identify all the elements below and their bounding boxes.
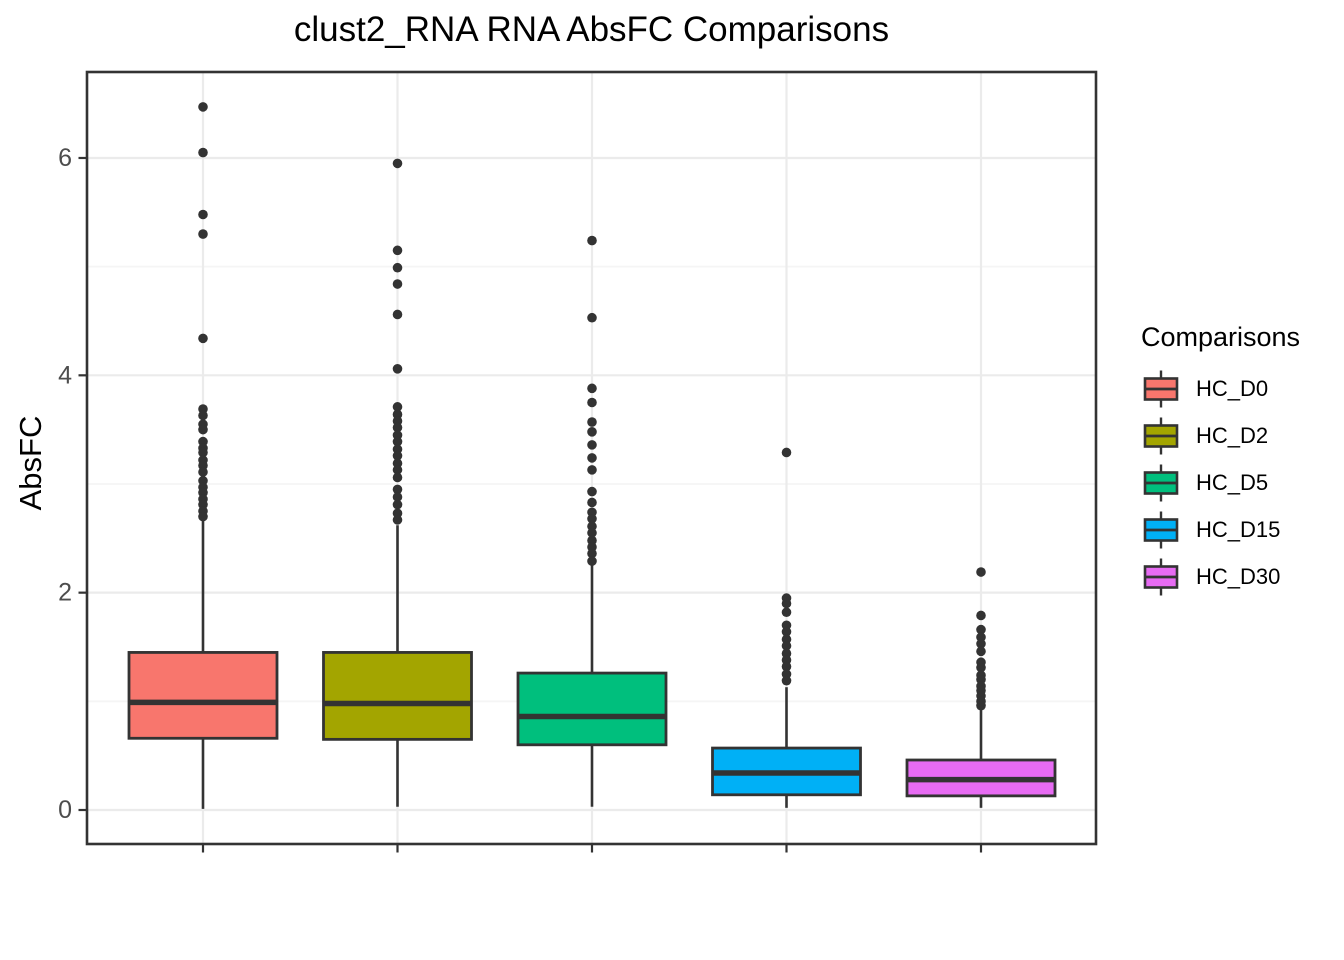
outlier-point-hc_d5 [587,235,597,246]
outlier-point-hc_d15 [781,598,792,609]
outlier-point-hc_d5 [587,383,597,394]
outlier-point-hc_d5 [587,486,597,497]
outlier-point-hc_d2 [392,402,403,412]
outlier-point-hc_d5 [587,556,597,566]
box-hc_d5 [516,671,668,747]
outlier-point-hc_d2 [392,484,403,495]
y-tick-label: 4 [58,361,72,389]
legend-item-hc_d0: HC_D0 [1141,369,1341,409]
legend-title: Comparisons [1141,322,1301,352]
legend-key-boxplot-icon [1143,417,1179,455]
outlier-point-hc_d15 [781,447,792,458]
outlier-point-hc_d15 [781,675,792,686]
y-tick-label: 0 [58,796,72,824]
legend-key-boxplot-icon [1143,511,1179,549]
outlier-point-hc_d2 [392,436,403,447]
outlier-point-hc_d0 [198,410,208,421]
legend-key-boxplot-icon [1143,370,1179,408]
outlier-point-hc_d2 [392,245,403,256]
outlier-point-hc_d5 [587,528,597,538]
outlier-point-hc_d0 [198,333,208,344]
legend-label: HC_D2 [1196,423,1269,448]
outlier-point-hc_d5 [587,453,597,463]
outlier-point-hc_d5 [587,427,597,437]
outlier-point-hc_d5 [587,465,597,475]
legend-item-hc_d2: HC_D2 [1141,416,1341,456]
outlier-point-hc_d5 [587,513,597,524]
outlier-point-hc_d2 [392,465,403,475]
outlier-point-hc_d30 [976,662,986,673]
legend-item-hc_d30: HC_D30 [1141,557,1341,597]
legend-label: HC_D5 [1196,470,1269,495]
outlier-point-hc_d2 [392,515,403,525]
legend-label: HC_D15 [1196,517,1281,542]
legend-item-hc_d5: HC_D5 [1141,463,1341,503]
outlier-point-hc_d5 [587,497,597,508]
outlier-point-hc_d2 [392,309,403,320]
outlier-point-hc_d30 [976,610,986,621]
y-axis-title: AbsFC [13,415,48,511]
outlier-point-hc_d0 [198,467,208,477]
outlier-point-hc_d2 [392,472,403,483]
outlier-point-hc_d0 [198,511,208,522]
outlier-point-hc_d2 [392,499,403,510]
outlier-point-hc_d30 [976,638,986,649]
outlier-point-hc_d5 [587,548,597,559]
outlier-point-hc_d5 [587,397,597,408]
outlier-point-hc_d30 [976,624,986,635]
outlier-point-hc_d0 [198,424,208,435]
outlier-point-hc_d5 [587,417,597,427]
outlier-point-hc_d30 [976,646,986,657]
outlier-point-hc_d2 [392,422,403,433]
legend-key-boxplot-icon [1143,464,1179,502]
outlier-point-hc_d15 [781,607,792,618]
y-tick-label: 2 [58,579,72,607]
outlier-point-hc_d2 [392,158,403,169]
y-tick-label: 6 [58,144,72,172]
outlier-point-hc_d15 [781,626,792,637]
legend-item-hc_d15: HC_D15 [1141,510,1341,550]
legend-label: HC_D30 [1196,564,1281,589]
outlier-point-hc_d5 [587,312,597,323]
box-hc_d0 [127,651,279,740]
outlier-point-hc_d0 [198,209,208,220]
outlier-point-hc_d30 [976,567,986,577]
outlier-point-hc_d0 [198,147,208,158]
outlier-point-hc_d15 [781,661,792,672]
outlier-point-hc_d2 [392,363,403,374]
outlier-point-hc_d0 [198,102,208,112]
box-hc_d2 [322,651,473,741]
outlier-point-hc_d15 [781,641,792,651]
outlier-point-hc_d2 [392,262,403,273]
outlier-point-hc_d2 [392,492,403,502]
legend-label: HC_D0 [1196,376,1269,401]
outlier-point-hc_d5 [587,440,597,450]
outlier-point-hc_d30 [976,700,986,711]
outlier-point-hc_d2 [392,450,403,461]
outlier-point-hc_d0 [198,229,208,239]
legend-key-boxplot-icon [1143,558,1179,596]
outlier-point-hc_d2 [392,279,403,289]
chart-title: clust2_RNA RNA AbsFC Comparisons [293,10,890,49]
outlier-point-hc_d0 [198,447,208,458]
